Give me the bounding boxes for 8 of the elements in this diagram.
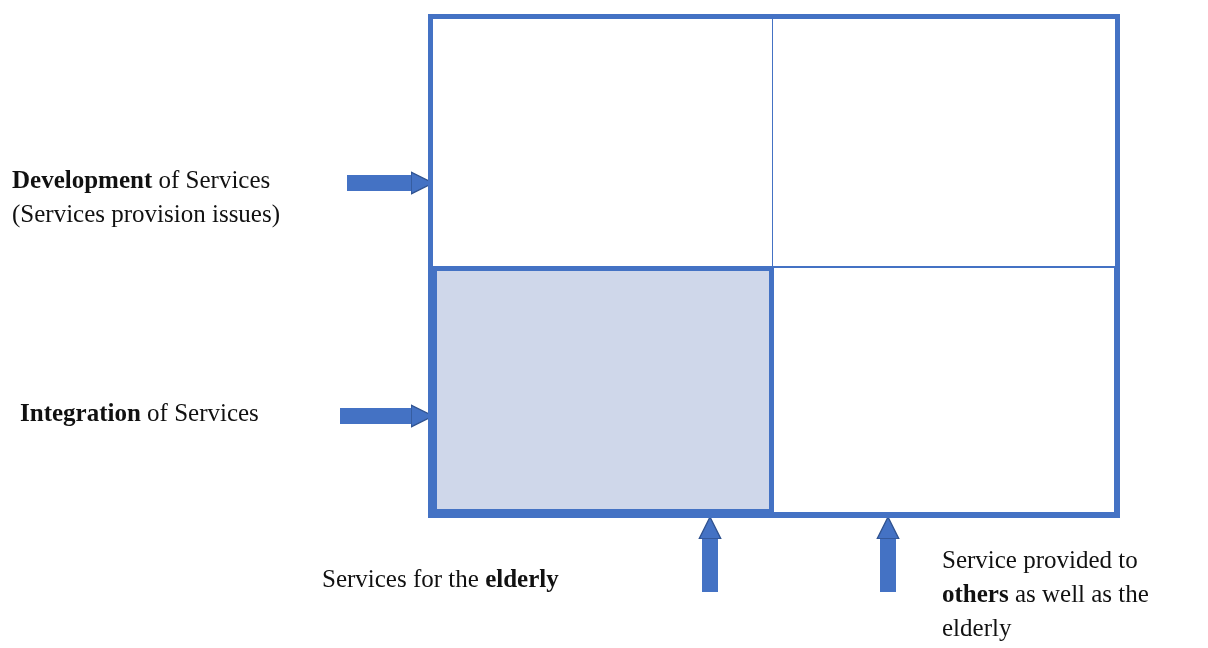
block-arrow [698,516,722,592]
matrix-cell [773,267,1115,513]
column-label: Service provided to others as well as the elderly [942,545,1150,643]
block-arrow [876,516,900,592]
row-label: Development of Services (Services provision issues) [12,163,347,231]
column-label: Services for the elderly [322,564,560,594]
matrix-grid [428,14,1120,518]
row-label: Integration of Services [20,396,340,430]
